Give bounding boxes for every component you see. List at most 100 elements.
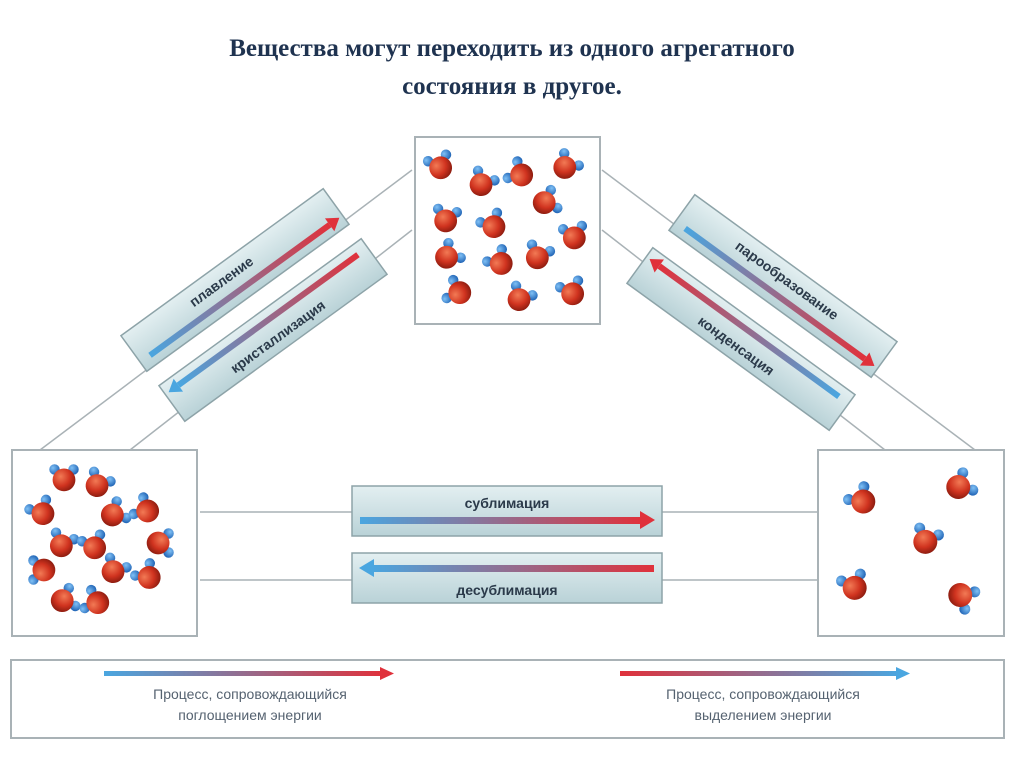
water-molecule [28, 555, 56, 585]
oxygen-atom [83, 536, 107, 560]
sublimation-panel: сублимация [351, 485, 663, 537]
oxygen-atom [842, 575, 867, 600]
oxygen-atom [948, 583, 973, 607]
oxygen-atom [429, 156, 453, 180]
crystallization-arrow-shaft [176, 252, 360, 388]
oxygen-atom [31, 502, 55, 526]
legend-release-arrow-head [896, 667, 910, 680]
oxygen-atom [49, 534, 73, 558]
hydrogen-atom [496, 244, 508, 255]
melting-arrow-shaft [148, 222, 332, 358]
water-molecule [24, 494, 55, 526]
sublimation-arrow-shaft [360, 517, 642, 524]
legend-release-arrow-shaft [620, 671, 900, 676]
water-molecule [85, 466, 116, 498]
legend-absorb-line1: Процесс, сопровождающийся [153, 686, 347, 702]
legend-absorb-line2: поглощением энергии [178, 707, 321, 723]
water-molecule [836, 568, 867, 600]
oxygen-atom [482, 215, 506, 239]
hydrogen-atom [573, 160, 584, 171]
vaporization-arrow-head [860, 352, 875, 367]
oxygen-atom [85, 474, 109, 498]
liquid-molecules [422, 148, 588, 312]
oxygen-atom [101, 560, 125, 584]
water-molecule [422, 149, 453, 180]
oxygen-atom [510, 163, 534, 187]
water-molecule [946, 467, 979, 499]
oxygen-atom [562, 226, 586, 250]
melting-arrow-head [324, 217, 340, 232]
hydrogen-atom [558, 148, 570, 159]
water-molecule [475, 207, 506, 239]
water-molecule [532, 184, 563, 215]
oxygen-atom [913, 529, 938, 554]
condensation-arrow-shaft [657, 263, 841, 399]
water-molecule [554, 275, 585, 306]
crystallization-arrow-head [168, 378, 184, 393]
oxygen-atom [86, 591, 110, 615]
condensation-arrow-head [649, 258, 664, 273]
oxygen-atom [146, 531, 170, 555]
condensation-panel: конденсация [625, 246, 857, 432]
oxygen-atom [946, 475, 971, 499]
hydrogen-atom [144, 558, 156, 569]
gas-state-box [817, 449, 1005, 637]
legend-release-line1: Процесс, сопровождающийся [666, 686, 860, 702]
vaporization-arrow-shaft [683, 226, 867, 362]
water-molecule [50, 582, 81, 613]
page-title-line1: Вещества могут переходить из одного агре… [229, 35, 795, 62]
solid-molecules [24, 464, 174, 615]
oxygen-atom [489, 252, 513, 275]
water-molecule [502, 156, 534, 187]
desublimation-arrow-shaft [372, 565, 654, 572]
oxygen-atom [851, 489, 876, 514]
oxygen-atom [136, 499, 160, 523]
page-title-line2: состояния в другое. [402, 73, 622, 100]
desublimation-label: десублимация [456, 582, 557, 598]
water-molecule [101, 552, 132, 584]
melting-panel: плавление [119, 187, 351, 373]
oxygen-atom [525, 246, 549, 270]
sublimation-arrow-head [640, 511, 655, 529]
water-molecule [49, 527, 80, 558]
water-molecule [553, 148, 584, 179]
page-title: Вещества могут переходить из одного агре… [0, 30, 1024, 106]
sublimation-label: сублимация [465, 495, 550, 511]
legend-release-line2: выделением энергии [695, 707, 832, 723]
water-molecule [100, 496, 132, 527]
water-molecule [948, 583, 981, 615]
water-molecule [130, 558, 161, 589]
oxygen-atom [32, 558, 56, 582]
water-molecule [913, 522, 944, 554]
hydrogen-atom [482, 256, 493, 267]
hydrogen-atom [130, 570, 141, 581]
legend-absorb-arrow-head [380, 667, 394, 680]
oxygen-atom [50, 589, 74, 613]
water-molecule [432, 203, 463, 233]
water-molecule [525, 239, 556, 270]
oxygen-atom [435, 245, 458, 269]
hydrogen-atom [455, 252, 466, 264]
oxygen-atom [469, 173, 493, 197]
oxygen-atom [137, 566, 161, 589]
oxygen-atom [434, 209, 458, 233]
hydrogen-atom [843, 494, 855, 506]
water-molecule [441, 274, 472, 305]
water-molecule [128, 492, 160, 523]
water-molecule [843, 481, 876, 514]
water-molecule [79, 584, 110, 615]
water-molecule [146, 528, 174, 558]
water-molecule [76, 529, 107, 560]
water-molecule [469, 165, 500, 197]
oxygen-atom [553, 156, 577, 179]
water-molecule [49, 464, 79, 492]
water-molecule [435, 238, 466, 269]
gas-molecules [836, 467, 981, 615]
oxygen-atom [507, 288, 531, 312]
desublimation-arrow-head [359, 559, 374, 577]
legend: Процесс, сопровождающийся поглощением эн… [10, 659, 1005, 739]
desublimation-panel: десублимация [351, 552, 663, 604]
oxygen-atom [100, 503, 124, 527]
water-molecule [557, 220, 588, 250]
